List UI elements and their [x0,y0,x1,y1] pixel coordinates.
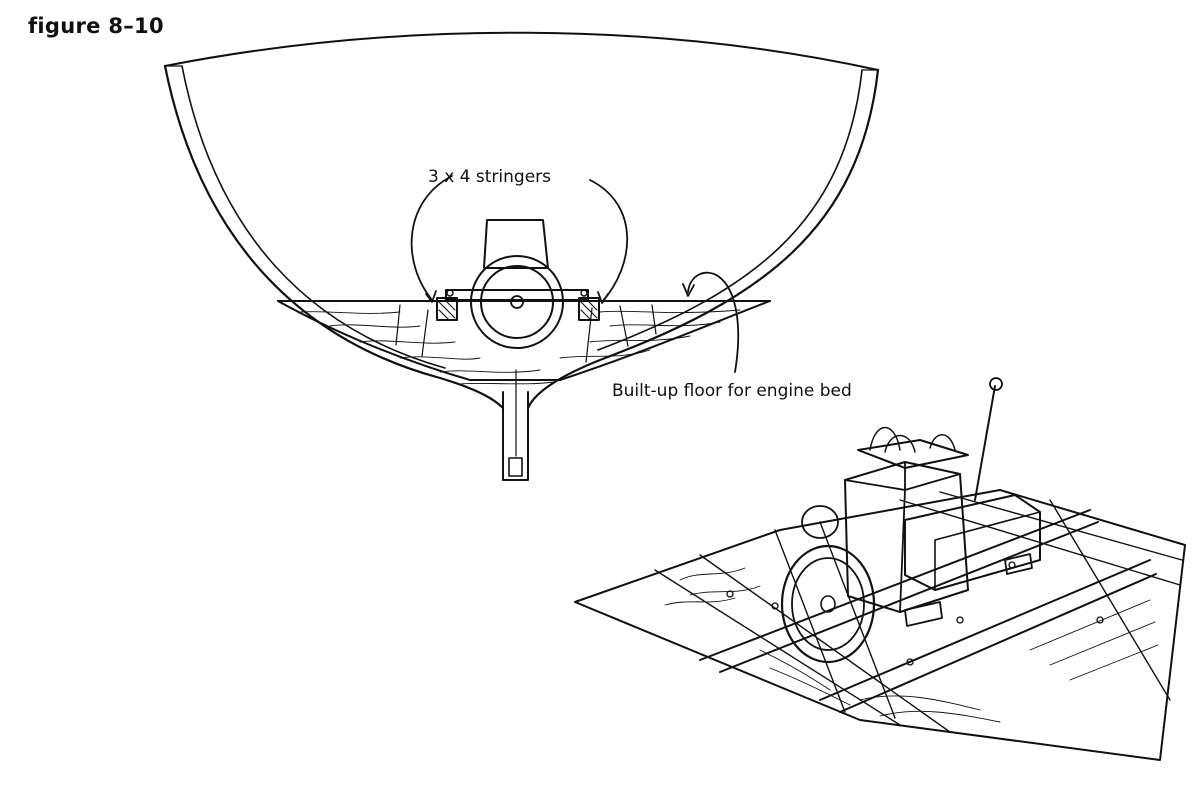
floor-callout: Built-up floor for engine bed [612,381,852,401]
built-up-floor [277,300,771,385]
figure-label: figure 8–10 [28,14,164,38]
engine-isometric [780,377,1041,664]
hull-section [163,31,880,410]
keel [502,369,529,481]
leader-lines [410,175,740,373]
engine-end-view [445,219,589,349]
stringers-callout: 3 x 4 stringers [428,167,551,187]
engine-bed-platform [574,489,1186,761]
